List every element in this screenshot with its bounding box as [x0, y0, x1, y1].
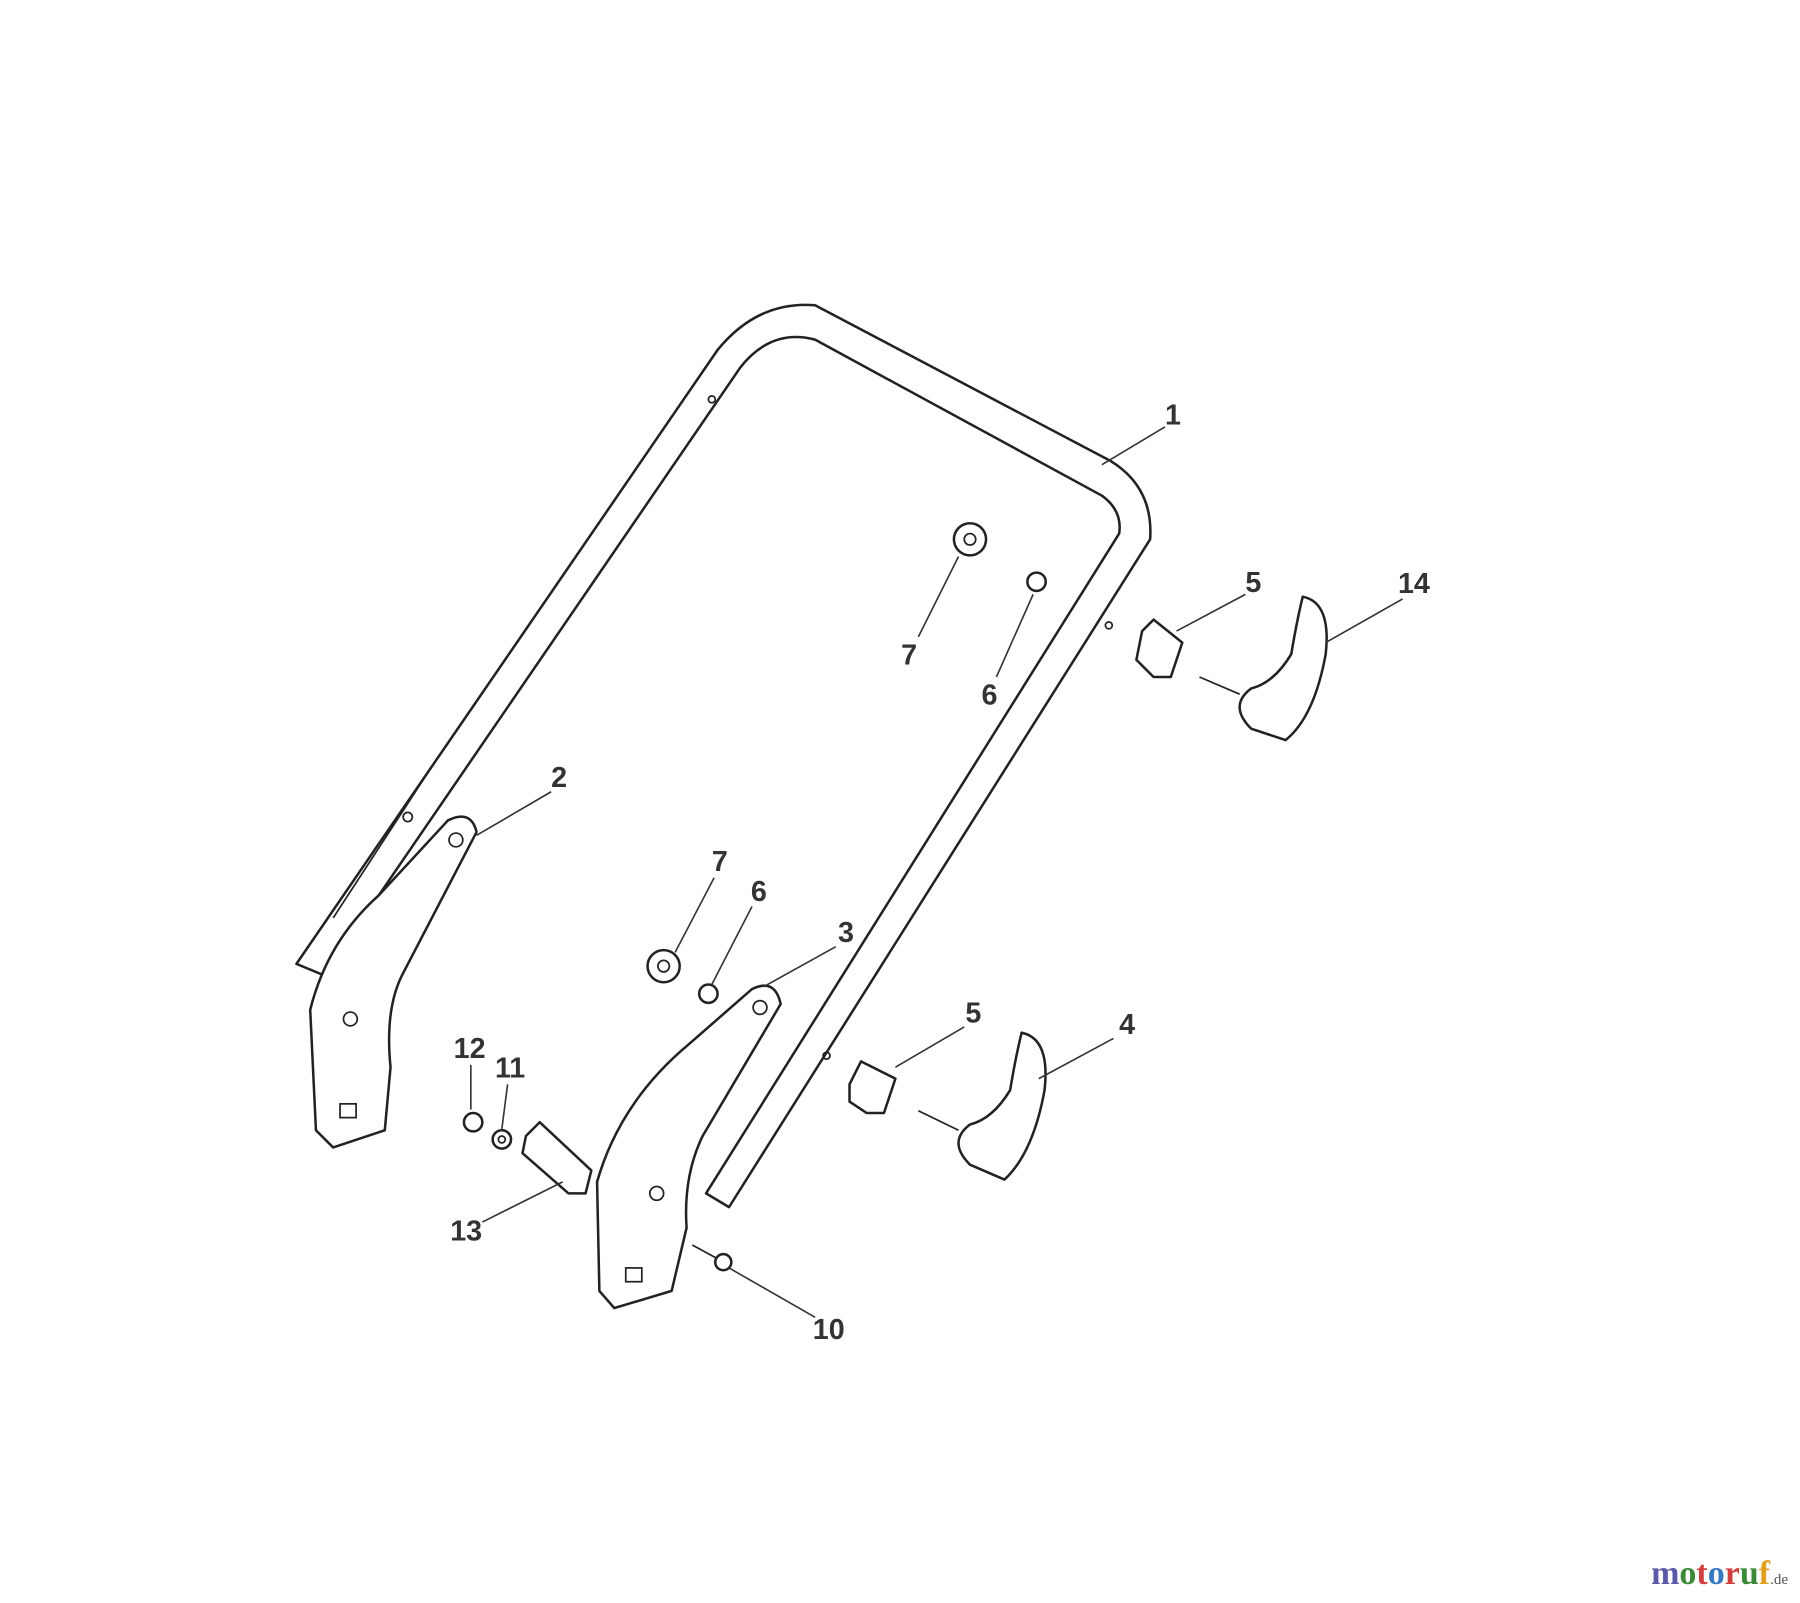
- bracket-left: [308, 815, 478, 1149]
- cam-lever: [521, 1120, 593, 1195]
- watermark-logo: motoruf.de: [1651, 1555, 1788, 1592]
- nut-lower: [697, 983, 719, 1005]
- knob-upper: [952, 521, 988, 557]
- callout-3: 3: [838, 917, 854, 949]
- callout-5-upper: 5: [1245, 567, 1261, 599]
- lever-lower: [917, 1031, 1047, 1181]
- callout-5-lower: 5: [965, 997, 981, 1029]
- callout-2: 2: [551, 762, 567, 794]
- small-nut: [462, 1111, 484, 1133]
- callout-11: 11: [495, 1052, 525, 1084]
- callout-1: 1: [1165, 400, 1181, 432]
- callout-12: 12: [454, 1033, 486, 1065]
- lever-upper: [1199, 595, 1328, 742]
- washer: [491, 1128, 513, 1150]
- bracket-right: [595, 984, 782, 1310]
- clamp-block-lower: [848, 1060, 897, 1115]
- screw: [691, 1244, 733, 1272]
- nut-upper: [1026, 571, 1047, 593]
- callout-10: 10: [813, 1314, 845, 1346]
- callout-7-lower: 7: [712, 846, 728, 878]
- callout-4: 4: [1119, 1009, 1135, 1041]
- callout-14: 14: [1398, 568, 1430, 600]
- callout-6-upper: 6: [981, 680, 997, 712]
- clamp-block-upper: [1135, 618, 1184, 679]
- callout-6-lower: 6: [751, 876, 767, 908]
- handle-tube: [295, 303, 1152, 1209]
- knob-lower: [646, 948, 681, 984]
- callout-13: 13: [450, 1215, 482, 1247]
- callout-7-upper: 7: [901, 639, 917, 671]
